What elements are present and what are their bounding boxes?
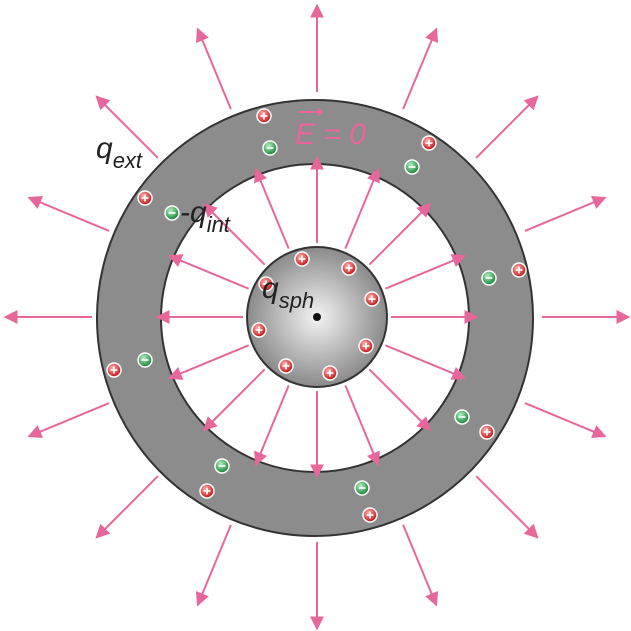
outer-field-arrow: [475, 475, 539, 539]
outer-field-arrow: [195, 524, 232, 607]
positive-charge: [251, 322, 267, 338]
negative-charge: [214, 458, 230, 474]
negative-charge: [404, 159, 420, 175]
positive-charge: [106, 362, 122, 378]
positive-charge: [199, 483, 215, 499]
outer-field-arrow: [95, 95, 159, 159]
positive-charge: [294, 251, 310, 267]
inner-field-arrow: [368, 368, 432, 432]
sphere-center-dot: [313, 313, 321, 321]
inner-field-arrows: [155, 155, 479, 479]
negative-charge: [262, 140, 278, 156]
positive-charge: [322, 365, 338, 381]
inner-field-arrow: [344, 384, 380, 467]
field-vector-arrow-head: [318, 108, 324, 116]
positive-charge: [137, 190, 153, 206]
outer-field-arrow: [524, 195, 607, 232]
negative-charge: [354, 480, 370, 496]
inner-field-arrow: [167, 254, 250, 290]
outer-field-arrow: [524, 402, 607, 439]
outer-field-arrows: [3, 3, 631, 631]
inner-field-arrow: [202, 368, 266, 432]
outer-field-arrow: [27, 195, 110, 232]
positive-charge: [364, 291, 380, 307]
inner-field-arrow: [254, 384, 290, 467]
neg-q-int-label: -qint: [180, 196, 231, 237]
positive-charge: [358, 338, 374, 354]
outer-field-arrow: [402, 524, 439, 607]
positive-charge: [341, 260, 357, 276]
positive-charge: [256, 108, 272, 124]
negative-charge: [481, 270, 497, 286]
negative-charge: [164, 205, 180, 221]
positive-charge: [421, 135, 437, 151]
q-sph-label: qsph: [262, 272, 314, 313]
outer-field-arrow: [402, 27, 439, 110]
positive-charge: [511, 262, 527, 278]
outer-field-arrow: [95, 475, 159, 539]
outer-field-arrow: [27, 402, 110, 439]
outer-field-arrow: [195, 27, 232, 110]
positive-charge: [362, 507, 378, 523]
inner-field-arrow: [202, 202, 266, 266]
inner-field-arrow: [384, 254, 467, 290]
charges-group: [106, 108, 527, 523]
negative-charge: [137, 352, 153, 368]
field-zero-label: E = 0: [295, 118, 366, 151]
inner-field-arrow: [384, 344, 467, 380]
negative-charge: [454, 409, 470, 425]
inner-field-arrow: [344, 167, 380, 250]
positive-charge: [479, 424, 495, 440]
inner-field-arrow: [254, 167, 290, 250]
inner-field-arrow: [368, 202, 432, 266]
outer-field-arrow: [475, 95, 539, 159]
positive-charge: [258, 276, 274, 292]
q-ext-label: qext: [96, 132, 143, 173]
inner-field-arrow: [167, 344, 250, 380]
positive-charge: [278, 358, 294, 374]
